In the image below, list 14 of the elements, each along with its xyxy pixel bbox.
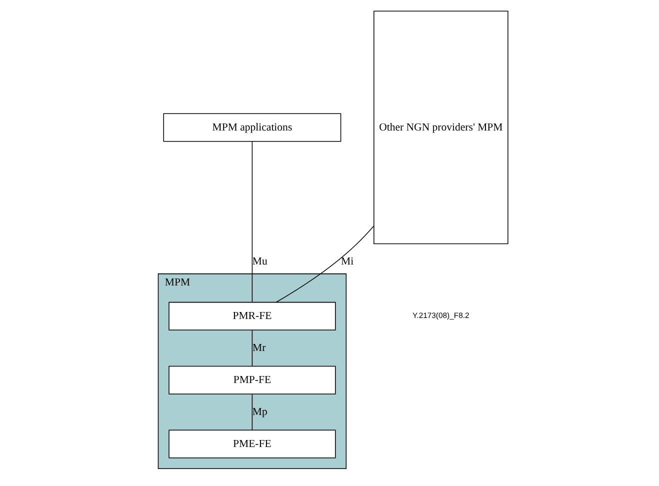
node-box: PMR-FE: [168, 302, 336, 330]
label: Y.2173(08)_F8.2: [412, 311, 469, 320]
node-box: MPM applications: [162, 113, 341, 142]
node-box: Other NGN providers' MPM: [373, 10, 508, 244]
node-box: PME-FE: [168, 430, 336, 458]
connector: [251, 330, 252, 366]
node-box: PMP-FE: [168, 366, 336, 394]
edge-label: Mp: [252, 406, 267, 418]
connector: [251, 141, 252, 303]
edge-label: Mr: [252, 342, 266, 354]
edge-label: Mi: [340, 256, 354, 268]
edge-label: Mu: [252, 256, 267, 268]
connector: [251, 394, 252, 430]
connector: [275, 225, 374, 303]
